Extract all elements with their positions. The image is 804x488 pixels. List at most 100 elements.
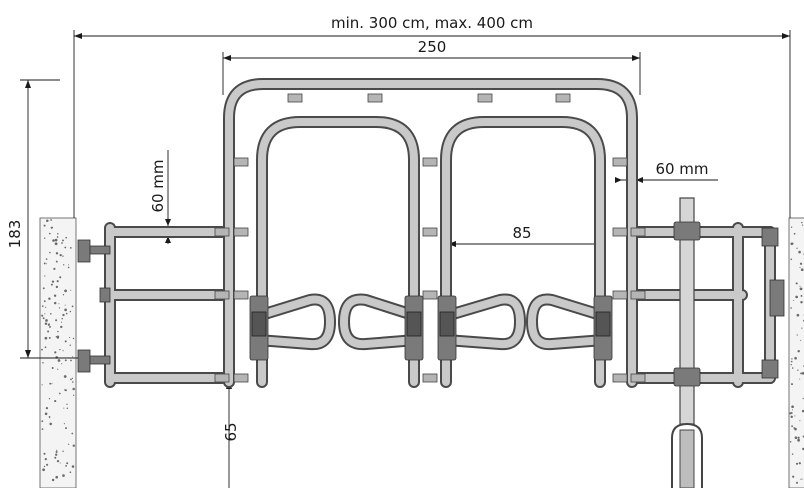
concrete-speck: [73, 394, 75, 396]
concrete-speck: [799, 262, 803, 265]
gate-width-label: 250: [418, 38, 447, 56]
concrete-speck: [66, 462, 69, 465]
concrete-speck: [797, 369, 799, 371]
concrete-speck: [65, 312, 68, 315]
concrete-speck: [54, 351, 57, 354]
concrete-speck: [69, 310, 72, 313]
concrete-speck: [42, 287, 45, 290]
concrete-speck: [791, 358, 793, 360]
concrete-speck: [791, 383, 793, 386]
concrete-speck: [56, 236, 59, 238]
concrete-speck: [55, 285, 59, 289]
concrete-speck: [795, 481, 799, 484]
concrete-speck: [44, 346, 47, 349]
concrete-speck: [800, 268, 804, 272]
concrete-speck: [48, 297, 51, 300]
dimension-bar-spacing-left: 60 mm: [149, 150, 171, 244]
concrete-speck: [64, 289, 67, 293]
concrete-speck: [43, 465, 46, 468]
concrete-speck: [52, 226, 54, 228]
concrete-speck: [796, 334, 798, 336]
concrete-speck: [61, 317, 63, 320]
concrete-speck: [57, 359, 61, 362]
concrete-speck: [57, 233, 59, 235]
concrete-speck: [55, 475, 58, 479]
concrete-speck: [790, 258, 793, 261]
concrete-speck: [793, 427, 796, 429]
concrete-speck: [43, 300, 46, 303]
concrete-speck: [799, 420, 801, 422]
concrete-speck: [790, 307, 792, 309]
hinge-4: [593, 295, 613, 361]
concrete-speck: [48, 323, 50, 325]
concrete-speck: [72, 356, 74, 358]
pipe-clamp: [630, 373, 646, 383]
concrete-speck: [51, 383, 53, 385]
hinge-1: [249, 295, 269, 361]
dimension-opening: 85: [448, 224, 606, 247]
concrete-speck: [798, 250, 801, 254]
concrete-speck: [56, 459, 60, 463]
concrete-speck: [62, 239, 64, 242]
pipe-clamp: [612, 227, 628, 237]
concrete-speck: [44, 336, 48, 340]
pipe-clamp: [233, 290, 249, 300]
concrete-speck: [53, 294, 57, 297]
concrete-speck: [41, 348, 43, 351]
concrete-speck: [67, 266, 70, 269]
concrete-speck: [63, 407, 65, 409]
concrete-speck: [801, 224, 804, 226]
pipe-clamp: [214, 290, 230, 300]
right-wall: [788, 217, 804, 488]
concrete-speck: [45, 406, 49, 410]
concrete-speck: [60, 321, 63, 323]
pipe-clamp: [612, 290, 628, 300]
concrete-speck: [63, 423, 65, 425]
concrete-speck: [56, 280, 59, 283]
concrete-speck: [792, 475, 795, 478]
concrete-speck: [59, 253, 62, 257]
concrete-speck: [44, 237, 46, 239]
concrete-speck: [795, 462, 799, 465]
concrete-speck: [44, 322, 48, 326]
dimension-overall: min. 300 cm, max. 400 cm: [73, 14, 791, 218]
concrete-speck: [69, 247, 72, 249]
concrete-speck: [51, 366, 54, 370]
concrete-speck: [43, 224, 46, 227]
concrete-speck: [791, 367, 794, 369]
concrete-speck: [801, 221, 803, 224]
concrete-speck: [51, 478, 55, 482]
concrete-speck: [44, 313, 46, 315]
concrete-speck: [50, 219, 53, 221]
concrete-speck: [48, 336, 51, 339]
bar-spacing-left-label: 60 mm: [149, 159, 167, 212]
concrete-speck: [44, 275, 46, 277]
concrete-speck: [72, 444, 75, 447]
pipe-clamp: [233, 373, 249, 383]
concrete-speck: [791, 409, 794, 411]
pipe-clamp: [422, 157, 438, 167]
bar-spacing-right-label: 60 mm: [655, 160, 708, 178]
concrete-speck: [790, 242, 794, 246]
concrete-speck: [794, 356, 797, 360]
concrete-speck: [799, 287, 803, 291]
concrete-speck: [800, 294, 803, 297]
hinge-3: [437, 295, 457, 361]
concrete-speck: [65, 465, 67, 467]
concrete-speck: [55, 336, 58, 338]
left-wall-brackets: [77, 239, 111, 373]
concrete-speck: [71, 305, 74, 308]
concrete-speck: [59, 348, 61, 351]
concrete-speck: [794, 436, 798, 439]
concrete-speck: [797, 436, 800, 439]
concrete-speck: [42, 362, 44, 364]
pipe-clamp: [612, 157, 628, 167]
concrete-speck: [791, 425, 793, 428]
concrete-speck: [44, 412, 48, 416]
pipe-clamp: [422, 227, 438, 237]
pipe-clamp: [287, 93, 303, 103]
concrete-speck: [790, 415, 793, 418]
concrete-speck: [64, 389, 66, 391]
concrete-speck: [72, 387, 75, 391]
concrete-speck: [57, 368, 59, 370]
